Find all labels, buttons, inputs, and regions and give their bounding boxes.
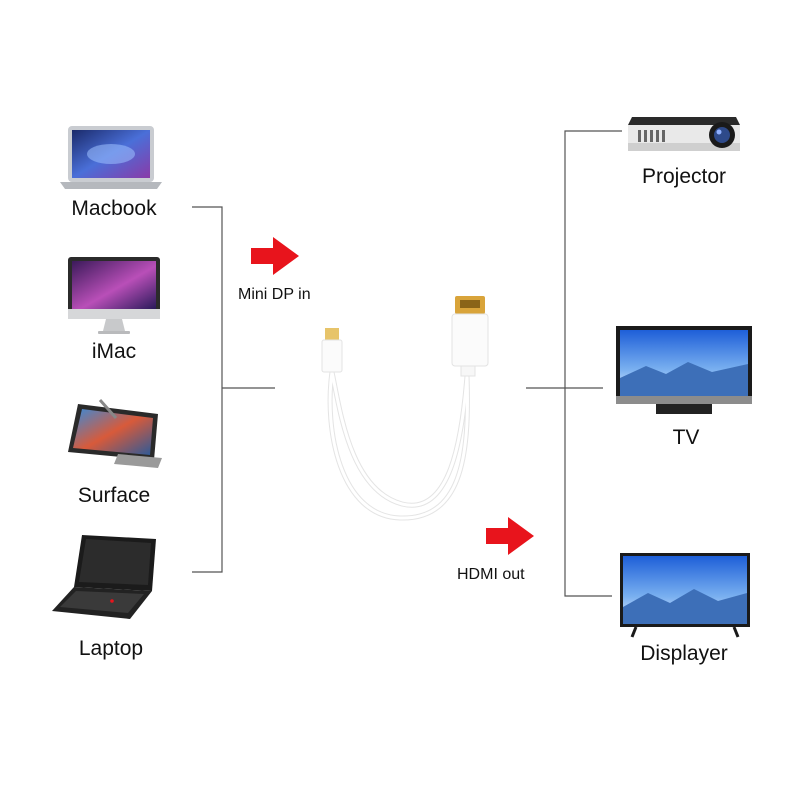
source-label-laptop: Laptop bbox=[78, 637, 144, 660]
output-label-tv: TV bbox=[672, 426, 700, 449]
projector-icon bbox=[628, 117, 740, 151]
source-bracket bbox=[192, 206, 223, 573]
laptop-icon bbox=[60, 126, 162, 189]
monitor-icon bbox=[620, 553, 750, 638]
cable-icon bbox=[321, 296, 489, 521]
source-label-macbook: Macbook bbox=[71, 197, 157, 220]
input-label: Mini DP in bbox=[238, 286, 311, 303]
thinkpad-laptop-icon bbox=[52, 535, 156, 619]
output-bracket bbox=[564, 130, 622, 597]
imac-icon bbox=[68, 257, 160, 334]
input-arrow-icon bbox=[251, 237, 299, 275]
output-label-displayer: Displayer bbox=[640, 642, 728, 665]
tv-icon bbox=[616, 326, 752, 414]
output-arrow-icon bbox=[486, 517, 534, 555]
mini-dp-tip bbox=[325, 328, 339, 340]
tablet-icon bbox=[68, 399, 162, 468]
source-label-imac: iMac bbox=[91, 340, 137, 363]
source-label-surface: Surface bbox=[77, 484, 151, 507]
output-label: HDMI out bbox=[457, 566, 525, 583]
output-label-projector: Projector bbox=[641, 165, 727, 188]
